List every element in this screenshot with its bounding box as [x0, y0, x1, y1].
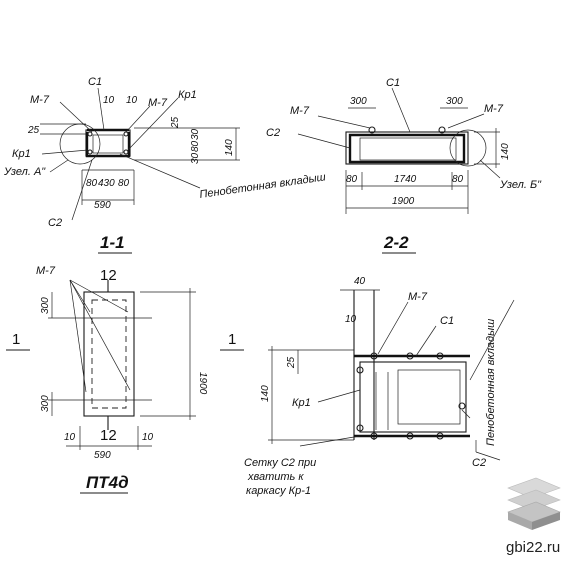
- label-node-b: Узел. Б": [499, 179, 542, 191]
- detail-foam-insert: [397, 369, 461, 425]
- section-2-2: [297, 87, 501, 214]
- mark-12-top: 12: [100, 267, 117, 284]
- dim-10b-plan: 10: [142, 432, 154, 443]
- mark-12-bottom: 12: [100, 427, 117, 444]
- label-c2-1-1: C2: [48, 217, 62, 229]
- node-b-circle: [449, 129, 487, 167]
- dim-140-2-2: 140: [500, 143, 511, 160]
- label-c1-2-2: C1: [386, 77, 400, 89]
- label-m7-right-1-1: M-7: [148, 97, 168, 109]
- dim-30a-1-1: 30: [190, 128, 201, 140]
- dim-25r-1-1: 25: [170, 116, 181, 129]
- dim-300a-2-2: 300: [350, 96, 367, 107]
- dim-140-detail: 140: [260, 385, 271, 402]
- dim-80c-1-1: 80: [118, 178, 130, 189]
- label-kp1-right-1-1: Кр1: [178, 89, 197, 101]
- label-m7-left-1-1: M-7: [30, 94, 50, 106]
- dim-40-detail: 40: [354, 276, 366, 287]
- dim-300a-plan: 300: [40, 297, 51, 314]
- plan-view: [6, 279, 196, 450]
- section-1-1-outline: [85, 129, 131, 157]
- dim-10a-plan: 10: [64, 432, 76, 443]
- foam-concrete-insert-2-2: [359, 137, 457, 161]
- title-section-1-1: 1-1: [100, 233, 125, 252]
- plan-outline: [83, 291, 135, 417]
- label-m7-plan: M-7: [36, 265, 56, 277]
- label-kp1-left-1-1: Кр1: [12, 148, 31, 160]
- node-a-circle: [59, 123, 101, 165]
- dim-80a-1-1: 80: [190, 140, 201, 152]
- dim-1740-2-2: 1740: [394, 174, 417, 185]
- dim-300b-2-2: 300: [446, 96, 463, 107]
- dim-1900-2-2: 1900: [392, 196, 415, 207]
- dim-590-plan: 590: [94, 450, 111, 461]
- dim-590-1-1: 590: [94, 200, 111, 211]
- dim-10a-1-1: 10: [103, 95, 115, 106]
- section-2-2-outline: [345, 131, 469, 165]
- cut-1-right: 1: [228, 331, 236, 348]
- label-m7-right-2-2: M-7: [484, 103, 504, 115]
- note-line-3: каркасу Кр-1: [246, 485, 311, 497]
- label-m7-detail: M-7: [408, 291, 428, 303]
- dim-25-1-1: 25: [27, 125, 40, 136]
- dim-1900-plan: 1900: [197, 372, 208, 395]
- watermark-logo-icon: [507, 477, 561, 530]
- label-m7-left-2-2: M-7: [290, 105, 310, 117]
- plan-insert-outline: [91, 299, 127, 409]
- dim-430-1-1: 430: [98, 178, 115, 189]
- title-plan: ПТ4д: [86, 473, 129, 492]
- mesh-c2-2-2: [348, 133, 466, 164]
- mesh-c2-1-1: [85, 132, 131, 158]
- note-line-2: хватить к: [247, 471, 304, 483]
- dim-80b-2-2: 80: [452, 174, 464, 185]
- dim-30b-1-1: 30: [190, 152, 201, 164]
- dim-25-detail: 25: [286, 356, 297, 369]
- watermark-site: gbi22.ru: [506, 539, 560, 556]
- detail-frame: [359, 361, 467, 433]
- label-c2-detail: C2: [472, 457, 486, 469]
- cut-1-left: 1: [12, 331, 20, 348]
- dim-80a-2-2: 80: [346, 174, 358, 185]
- dim-300b-plan: 300: [40, 395, 51, 412]
- detail-view: [220, 289, 515, 461]
- label-c1-1-1: C1: [88, 76, 102, 88]
- title-section-2-2: 2-2: [383, 233, 409, 252]
- dim-140-1-1: 140: [224, 139, 235, 156]
- dim-10-detail: 10: [345, 314, 357, 325]
- label-c1-detail: C1: [440, 315, 454, 327]
- section-1-1: [40, 87, 240, 221]
- label-foam-insert-detail: Пенобетонная вкладыш: [485, 319, 497, 446]
- note-line-1: Сетку С2 при: [244, 457, 316, 469]
- foam-concrete-insert-1-1: [92, 134, 124, 154]
- label-node-a: Узел. А": [3, 166, 46, 178]
- label-c2-2-2: C2: [266, 127, 280, 139]
- dim-10b-1-1: 10: [126, 95, 138, 106]
- label-kp1-detail: Кр1: [292, 397, 311, 409]
- label-foam-insert-1-1: Пенобетонная вкладыш: [199, 171, 327, 201]
- dim-80b-1-1: 80: [86, 178, 98, 189]
